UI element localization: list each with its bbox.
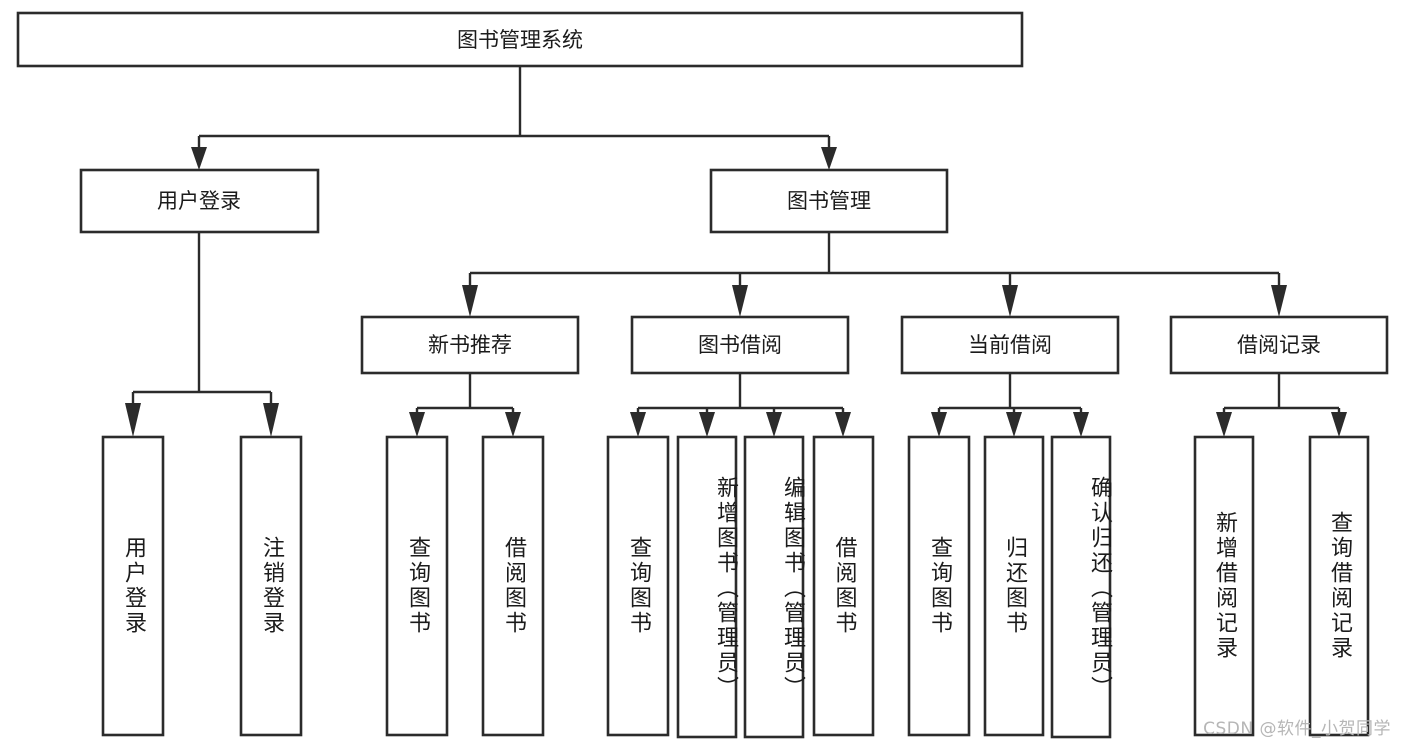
connector-group-book-borrow <box>630 373 851 437</box>
node-borrow-records[interactable]: 借阅记录 <box>1169 315 1389 375</box>
arrowhead-leaf-user-login <box>125 403 141 437</box>
leaf-box-currentborrow-query[interactable] <box>907 435 971 737</box>
node-book-management[interactable]: 图书管理 <box>709 168 949 234</box>
node-book-management-label: 图书管理 <box>787 189 871 213</box>
leaf-box-logout[interactable] <box>239 435 303 737</box>
leaf-node-currentborrow-confirm[interactable] <box>1050 435 1112 739</box>
leaf-box-newbook-borrow[interactable] <box>481 435 545 737</box>
arrowhead-current-borrow <box>1002 285 1018 317</box>
leaf-box-newbook-query[interactable] <box>385 435 449 737</box>
arrowhead-currentborrow-leaf-3 <box>1073 412 1089 437</box>
node-new-book-recommend[interactable]: 新书推荐 <box>360 315 580 375</box>
node-current-borrow[interactable]: 当前借阅 <box>900 315 1120 375</box>
node-borrow-records-box[interactable] <box>1169 315 1389 375</box>
arrowhead-currentborrow-leaf-1 <box>931 412 947 437</box>
leaf-node-user-login-action[interactable] <box>101 435 165 737</box>
node-root-system[interactable]: 图书管理系统 <box>16 11 1024 68</box>
leaf-box-records-query[interactable] <box>1308 435 1370 737</box>
leaf-node-currentborrow-query[interactable] <box>907 435 971 737</box>
node-current-borrow-box[interactable] <box>900 315 1120 375</box>
node-user-login-box[interactable] <box>79 168 320 234</box>
node-current-borrow-label: 当前借阅 <box>968 333 1052 357</box>
leaf-node-bookborrow-add[interactable] <box>676 435 738 739</box>
leaf-node-bookborrow-query[interactable] <box>606 435 670 737</box>
arrowhead-leaf-logout <box>263 403 279 437</box>
connector-group-borrow-records <box>1216 373 1347 437</box>
arrowhead-borrow-records <box>1271 285 1287 317</box>
leaf-box-currentborrow-return[interactable] <box>983 435 1045 737</box>
leaf-node-newbook-query[interactable] <box>385 435 449 737</box>
node-book-management-box[interactable] <box>709 168 949 234</box>
leaf-node-bookborrow-edit[interactable] <box>743 435 805 739</box>
leaf-box-bookborrow-add[interactable] <box>676 435 738 739</box>
leaf-node-currentborrow-return[interactable] <box>983 435 1045 737</box>
node-book-borrow[interactable]: 图书借阅 <box>630 315 850 375</box>
arrowhead-book-borrow <box>732 285 748 317</box>
arrowhead-newbook-leaf-2 <box>505 412 521 437</box>
arrowhead-bookborrow-leaf-1 <box>630 412 646 437</box>
leaf-box-bookborrow-borrow[interactable] <box>812 435 875 737</box>
leaf-node-newbook-borrow[interactable] <box>481 435 545 737</box>
arrowhead-user-login <box>191 147 207 170</box>
leaf-box-bookborrow-query[interactable] <box>606 435 670 737</box>
arrowhead-borrowrecords-leaf-1 <box>1216 412 1232 437</box>
arrowhead-currentborrow-leaf-2 <box>1006 412 1022 437</box>
arrowhead-new-book-recommend <box>462 285 478 317</box>
leaf-node-logout[interactable] <box>239 435 303 737</box>
arrowhead-newbook-leaf-1 <box>409 412 425 437</box>
connector-group-user-login <box>125 232 279 437</box>
node-user-login-label: 用户登录 <box>157 189 241 213</box>
leaf-node-bookborrow-borrow[interactable] <box>812 435 875 737</box>
arrowhead-bookborrow-leaf-2 <box>699 412 715 437</box>
connector-group-new-book-recommend <box>409 373 521 437</box>
node-root-system-label: 图书管理系统 <box>457 28 583 52</box>
leaf-box-bookborrow-edit[interactable] <box>743 435 805 739</box>
node-book-borrow-label: 图书借阅 <box>698 333 782 357</box>
node-root-system-box[interactable] <box>16 11 1024 68</box>
arrowhead-book-mgmt <box>821 147 837 170</box>
node-book-borrow-box[interactable] <box>630 315 850 375</box>
node-new-book-recommend-label: 新书推荐 <box>428 333 512 357</box>
arrowhead-borrowrecords-leaf-2 <box>1331 412 1347 437</box>
leaf-box-currentborrow-confirm[interactable] <box>1050 435 1112 739</box>
connector-group-current-borrow <box>931 373 1089 437</box>
leaf-node-records-add[interactable] <box>1193 435 1255 737</box>
connector-group-book-mgmt <box>462 232 1287 317</box>
arrowhead-bookborrow-leaf-4 <box>835 412 851 437</box>
node-borrow-records-label: 借阅记录 <box>1237 333 1321 357</box>
node-user-login[interactable]: 用户登录 <box>79 168 320 234</box>
node-new-book-recommend-box[interactable] <box>360 315 580 375</box>
arrowhead-bookborrow-leaf-3 <box>766 412 782 437</box>
connector-group-root <box>191 66 837 170</box>
leaf-box-user-login-action[interactable] <box>101 435 165 737</box>
leaf-node-records-query[interactable] <box>1308 435 1370 737</box>
leaf-box-records-add[interactable] <box>1193 435 1255 737</box>
